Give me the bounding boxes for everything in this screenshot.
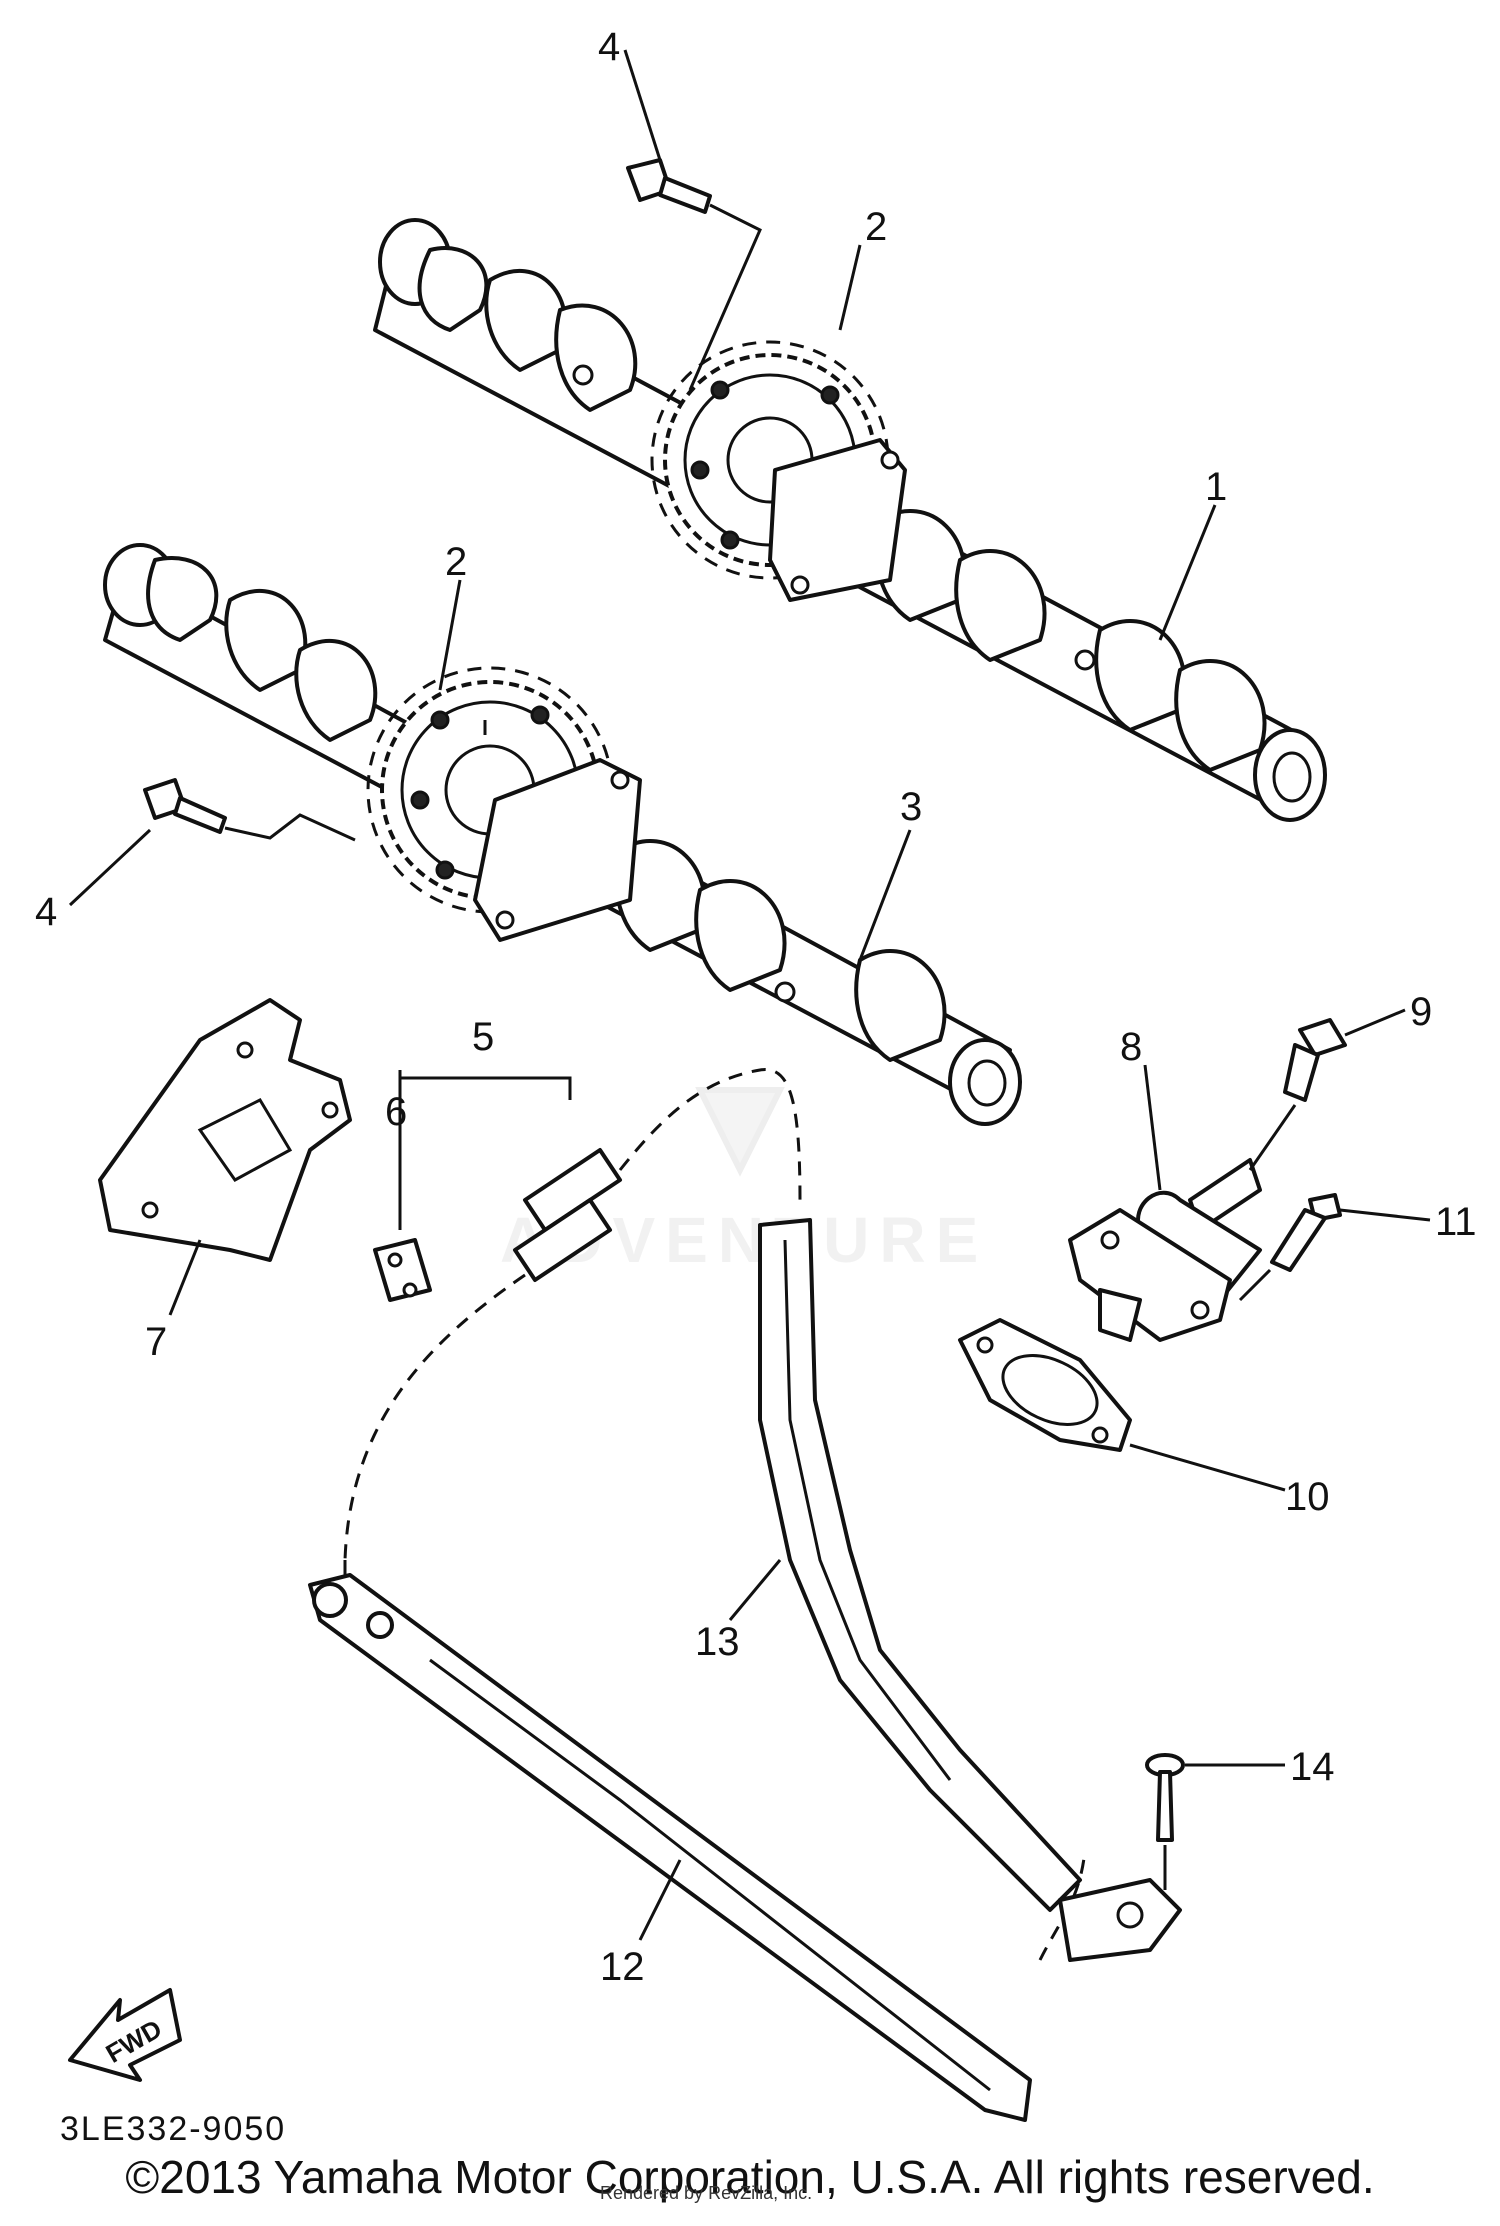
chain-guide-exhaust[interactable]	[308, 1573, 1032, 2122]
chain-guide-intake[interactable]	[758, 1218, 1182, 1962]
callout-5: 5	[472, 1015, 494, 1059]
copyright-notice: ©2013 Yamaha Motor Corporation, U.S.A. A…	[125, 2151, 1375, 2203]
chain-joint[interactable]	[373, 1238, 432, 1302]
callout-2-lower: 2	[445, 540, 467, 584]
callout-7: 7	[145, 1320, 167, 1364]
cam-sprocket-lower[interactable]	[366, 666, 642, 942]
drawing-code: 3LE332-9050	[60, 2110, 286, 2148]
sprocket-bolt-lower[interactable]	[143, 778, 356, 842]
chain-tensioner[interactable]	[1068, 1158, 1262, 1342]
callout-4-upper: 4	[598, 25, 620, 69]
callout-3: 3	[900, 785, 922, 829]
tensioner-bolt-b[interactable]	[1238, 1193, 1342, 1302]
callout-13: 13	[695, 1620, 740, 1664]
callout-12: 12	[600, 1945, 645, 1989]
tensioner-bolt-a[interactable]	[1248, 1018, 1347, 1171]
callout-8: 8	[1120, 1025, 1142, 1069]
callout-2-upper: 2	[865, 205, 887, 249]
callout-11: 11	[1435, 1200, 1477, 1244]
callout-numbers: 1 2 2 3 4 4 5 6 7 8 9 10 11 12 13 14	[35, 25, 1477, 1989]
callout-9: 9	[1410, 990, 1432, 1034]
callout-4-lower: 4	[35, 890, 57, 934]
callout-6: 6	[385, 1090, 407, 1134]
sprocket-bolt-upper[interactable]	[626, 158, 762, 391]
guide-screw[interactable]	[1145, 1753, 1185, 1890]
tensioner-gasket[interactable]	[958, 1318, 1132, 1452]
callout-10: 10	[1285, 1475, 1330, 1519]
fine-print: Rendered by RevZilla, Inc.	[600, 2183, 813, 2203]
leader-lines	[68, 49, 1431, 1941]
cam-sprocket-upper[interactable]	[650, 340, 907, 602]
chain-guide-top[interactable]	[98, 998, 352, 1262]
cam-chain-assembly[interactable]	[343, 1068, 1087, 1961]
callout-14: 14	[1290, 1745, 1335, 1789]
forward-direction-arrow: FWD	[68, 1988, 182, 2082]
callout-1: 1	[1205, 465, 1227, 509]
